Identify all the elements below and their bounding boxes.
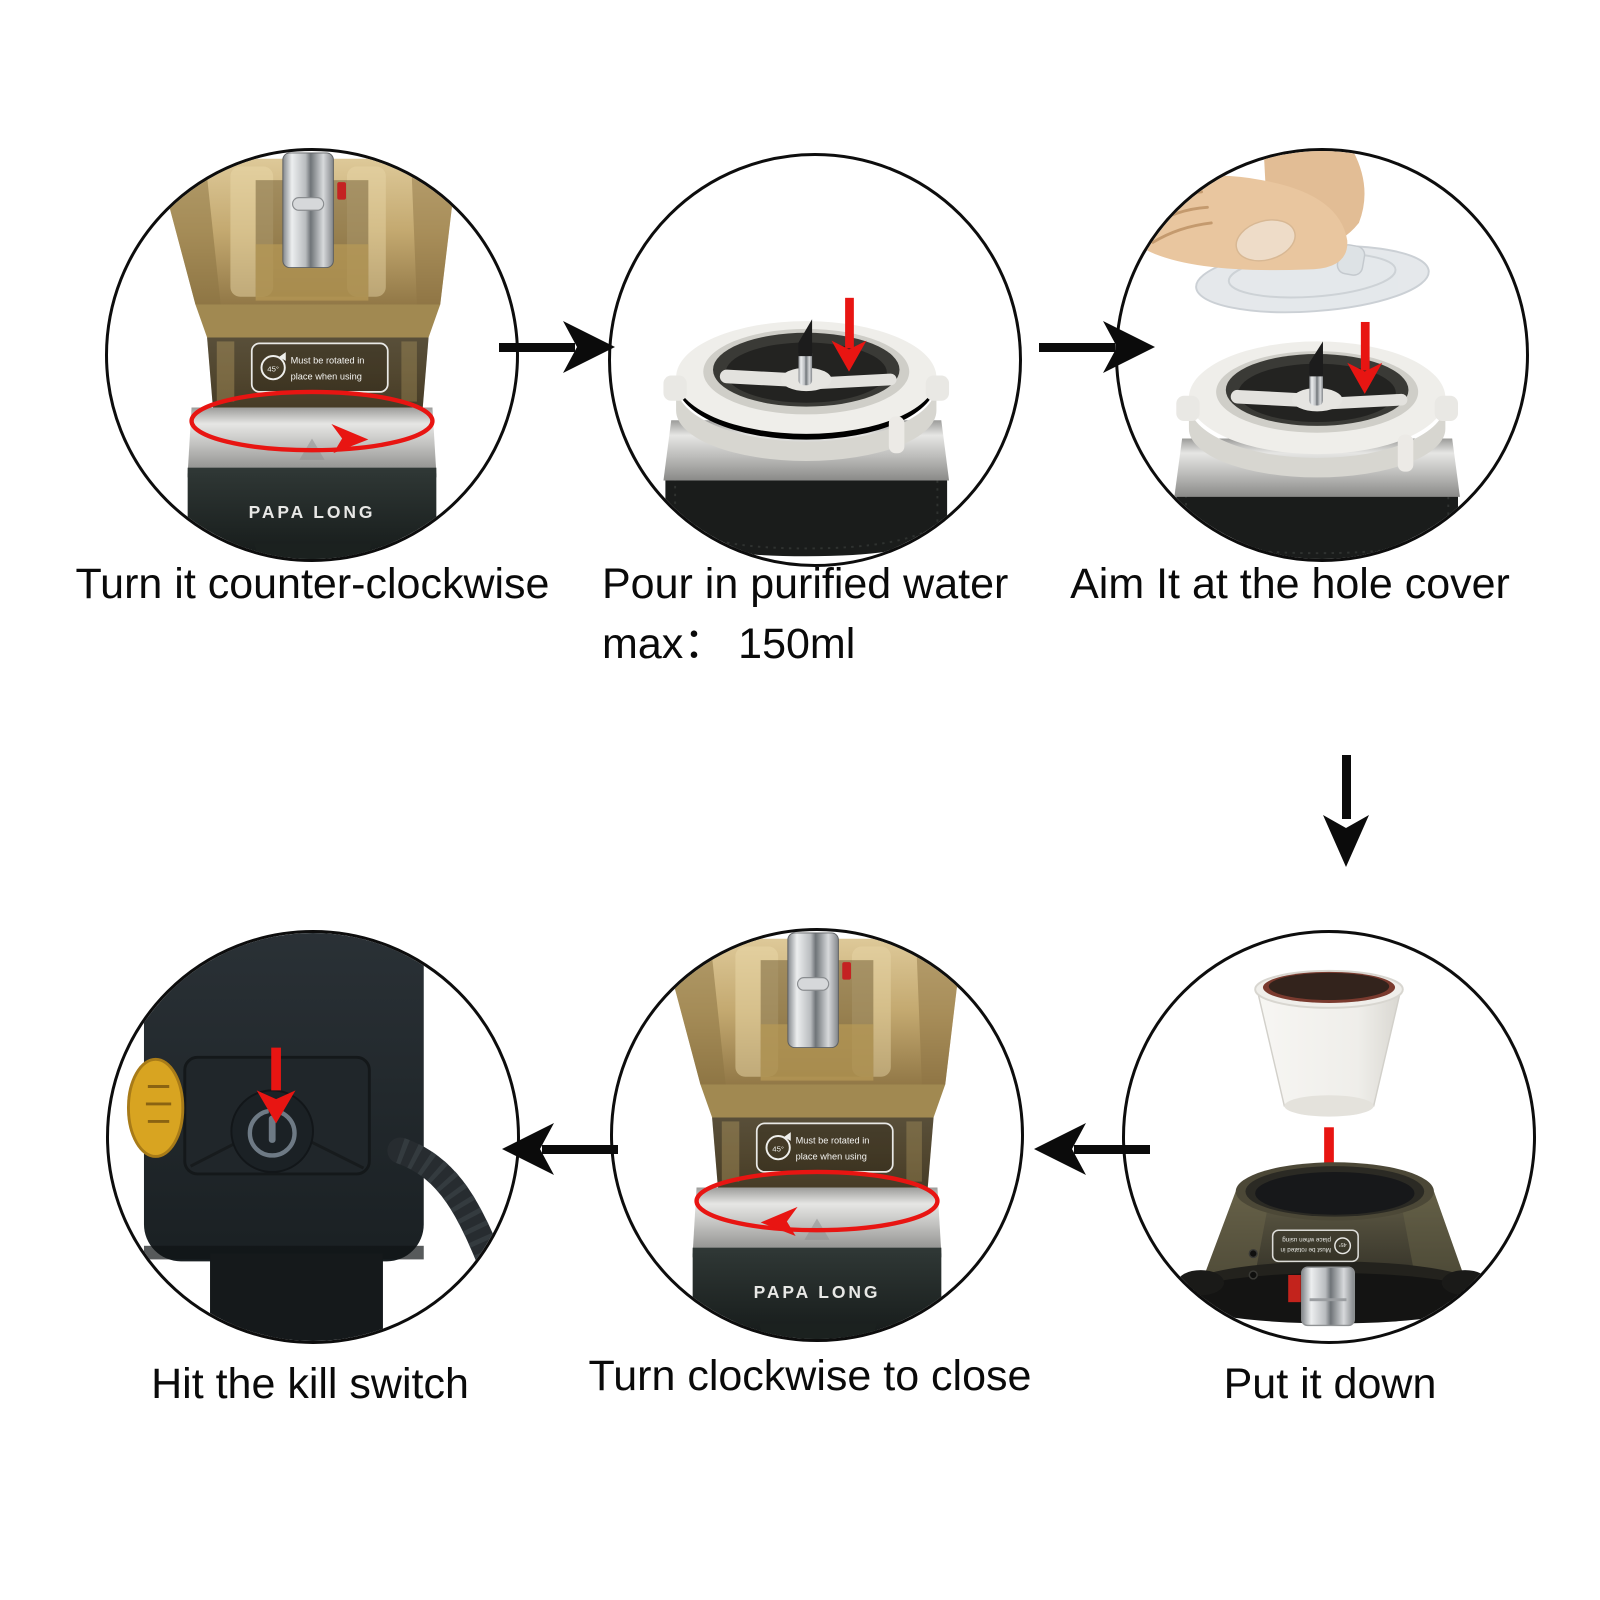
step-photo-turn-clockwise: 45° Must be rotated in place when using …: [610, 928, 1024, 1342]
caption-step-1: Turn it counter-clockwise: [75, 560, 550, 608]
svg-text:place when using: place when using: [1282, 1236, 1331, 1243]
flow-arrow-left-icon: [1034, 1123, 1150, 1175]
svg-text:45°: 45°: [1339, 1241, 1347, 1247]
rotate-label-line2: place when using: [291, 371, 362, 381]
ring-lug-left: [663, 375, 687, 401]
hand-fingers: [1128, 151, 1365, 271]
red-down-arrow-icon: [256, 1047, 296, 1124]
rotate-warning-label-inverted: 45° Must be rotated in place when using: [1271, 1229, 1359, 1263]
red-latch: [337, 182, 346, 200]
chrome-clip: [1301, 1266, 1355, 1327]
step-photo-turn-counter-clockwise: 45° Must be rotated in place when using …: [105, 148, 519, 562]
rotate-warning-label: 45° Must be rotated in place when using: [755, 1122, 894, 1173]
caption-step-2-line-2: max： 150ml: [602, 620, 856, 668]
ring-lug-front: [888, 416, 905, 454]
sticker: [667, 1308, 714, 1339]
sticker: [162, 528, 209, 559]
rotate-angle-text: 45°: [772, 1145, 784, 1154]
tank-spoke: [719, 367, 897, 392]
caption-step-6: Hit the kill switch: [151, 1360, 469, 1408]
ring-lug-right: [925, 375, 950, 401]
capsule-cup: [1254, 969, 1404, 1117]
ring-lug-left: [1176, 395, 1200, 422]
hopper-waist: [700, 1084, 946, 1118]
device-body: PAPA LONG: [162, 467, 437, 559]
rotate-angle-text: 45°: [267, 365, 279, 374]
puncture-needle: [1309, 341, 1323, 406]
flow-arrow-down-icon: [1323, 755, 1369, 867]
rotate-label-line1: Must be rotated in: [291, 356, 365, 366]
red-down-arrow-icon: [831, 297, 867, 372]
ring-lug-right: [1434, 395, 1458, 422]
step-photo-aim-hole-cover: [1115, 148, 1529, 562]
rotate-label-line2: place when using: [796, 1151, 867, 1161]
red-latch: [842, 962, 851, 980]
inverted-hopper: 45° Must be rotated in place when using: [1177, 1162, 1489, 1327]
brand-text: PAPA LONG: [754, 1282, 881, 1302]
hopper-top: [156, 158, 458, 305]
rotate-45-icon: [260, 355, 286, 381]
puncture-needle: [798, 319, 813, 386]
caption-step-4: Put it down: [1223, 1360, 1437, 1408]
flow-arrow-right-icon: [1039, 321, 1155, 373]
ribbed-base: [665, 476, 948, 557]
caption-step-2: Pour in purified water: [602, 560, 1009, 608]
red-rotation-arrow-icon: [694, 1169, 940, 1237]
ribbed-base: [1176, 492, 1458, 559]
sticker: [126, 1057, 185, 1158]
rotate-45-icon: [765, 1135, 791, 1161]
neck-section: 45° Must be rotated in place when using: [207, 337, 429, 408]
step-photo-pour-water: [608, 153, 1022, 567]
power-cord: [387, 1137, 507, 1283]
caption-step-5: Turn clockwise to close: [588, 1352, 1032, 1400]
brand-text: PAPA LONG: [249, 502, 376, 522]
red-tab: [1288, 1274, 1301, 1303]
red-down-arrow-icon: [1347, 321, 1383, 394]
step-photo-put-it-down: 45° Must be rotated in place when using: [1122, 930, 1536, 1344]
chrome-shaft: [787, 932, 851, 1049]
flow-arrow-left-icon: [502, 1123, 618, 1175]
red-rotation-arrow-icon: [189, 389, 435, 454]
svg-text:Must be rotated in: Must be rotated in: [1280, 1246, 1331, 1253]
caption-step-3: Aim It at the hole cover: [1070, 560, 1510, 608]
fingernail: [1235, 219, 1296, 262]
rotate-warning-label: 45° Must be rotated in place when using: [250, 342, 389, 393]
hopper-top: [661, 938, 963, 1085]
ring-lug-front: [1397, 434, 1414, 472]
device-body: PAPA LONG: [667, 1247, 942, 1339]
flow-arrow-right-icon: [499, 321, 615, 373]
step-photo-kill-switch: [106, 930, 520, 1344]
rotate-label-line1: Must be rotated in: [796, 1136, 870, 1146]
chrome-shaft: [282, 152, 346, 269]
hopper-waist: [195, 304, 441, 338]
